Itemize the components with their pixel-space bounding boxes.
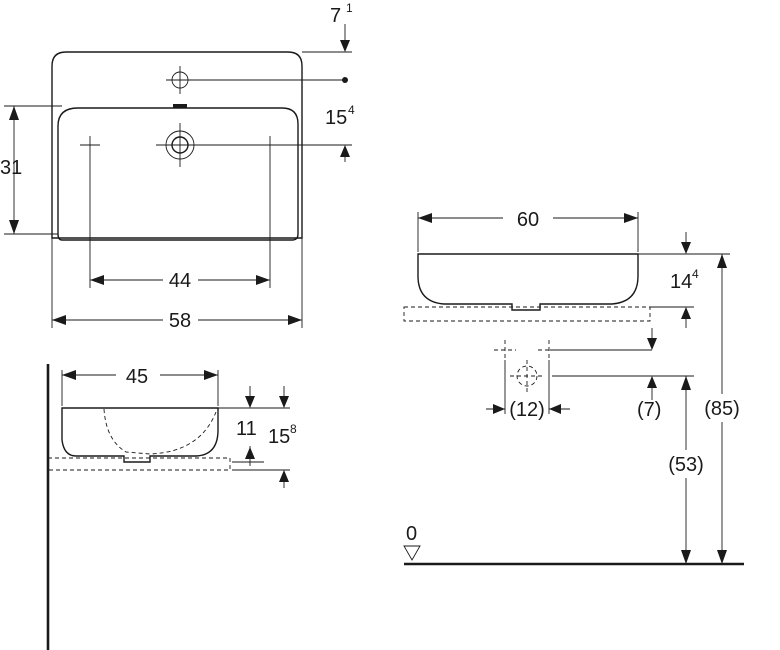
dim-44-label: 44 <box>169 270 191 292</box>
front-dim-60-label: 60 <box>517 209 539 231</box>
dim-7-sup: 1 <box>346 1 353 15</box>
countertop <box>403 306 651 322</box>
front-dim-53-label: (53) <box>668 454 704 476</box>
basin-bowl <box>57 107 299 241</box>
dim-7-label: 7 <box>330 5 341 27</box>
countertop <box>47 457 231 471</box>
floor-level-label: 0 <box>406 523 417 545</box>
side-dim-15-label: 15 <box>268 426 290 448</box>
front-view: 60 14 4 (7) <box>403 209 744 566</box>
top-view: 7 1 15 4 31 44 58 <box>0 1 355 332</box>
front-dim-14-label: 14 <box>670 271 692 293</box>
fixing-point-left <box>80 136 100 154</box>
dim-15-label: 15 <box>325 107 347 129</box>
tap-hole-symbol <box>166 66 194 94</box>
dim-15-sup: 4 <box>348 103 355 117</box>
front-dim-12-label: (12) <box>509 399 545 421</box>
side-dim-11-label: 11 <box>236 418 257 440</box>
drain-symbol <box>156 123 204 167</box>
front-dim-85-label: (85) <box>704 398 740 420</box>
dim-58-label: 58 <box>169 310 191 332</box>
bowl-hidden-line <box>103 408 217 455</box>
connection-point-right <box>538 340 560 360</box>
overflow-slot <box>173 104 187 108</box>
dim-31-label: 31 <box>0 157 22 179</box>
side-view: 45 11 15 8 <box>46 364 297 650</box>
floor-level-marker <box>403 545 421 561</box>
basin-front-profile <box>417 253 639 311</box>
front-dim-7-label: (7) <box>637 399 661 421</box>
side-dim-45-label: 45 <box>126 366 148 388</box>
basin-side-profile <box>61 407 219 463</box>
waste-outlet-symbol <box>510 360 544 392</box>
front-dim-14-sup: 4 <box>692 267 699 281</box>
connection-point-left <box>494 340 516 360</box>
side-dim-15-sup: 8 <box>290 422 297 436</box>
